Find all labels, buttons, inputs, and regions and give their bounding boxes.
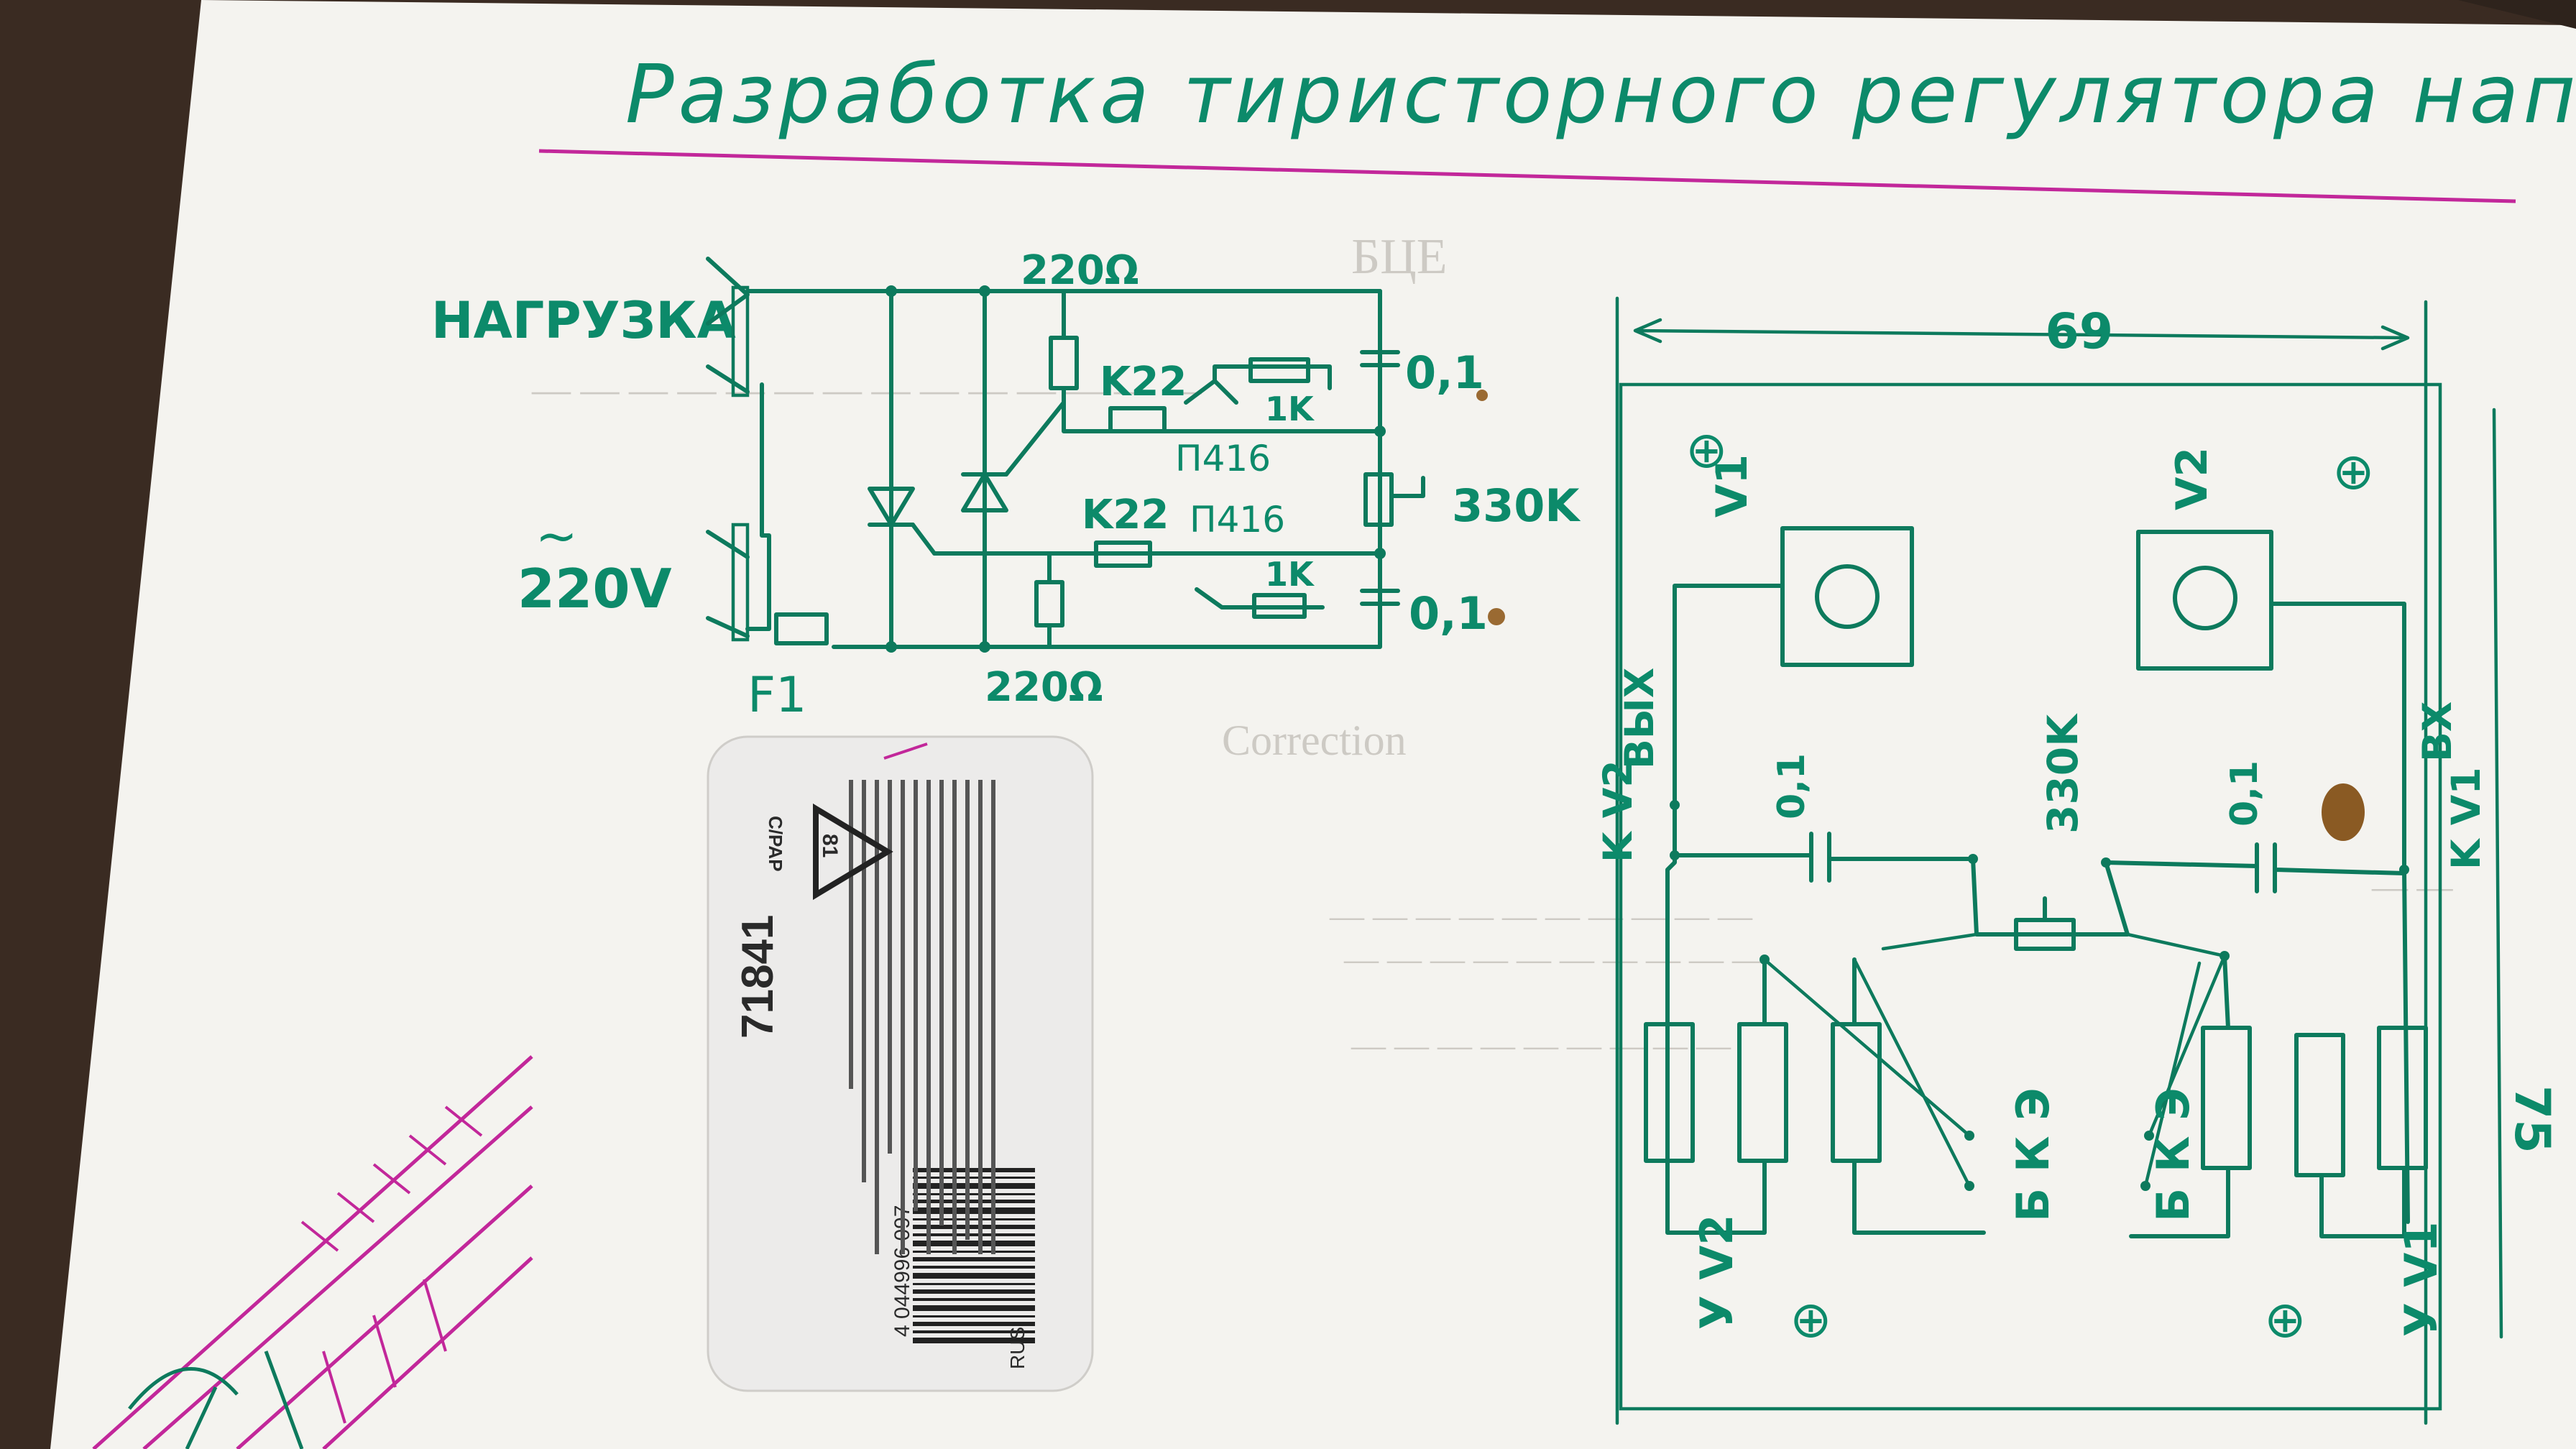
bke-right-label: Б К Э [2147,1087,2199,1222]
mount-hole-tl: ⊕ [1685,420,1728,479]
supply-voltage-label: 220V [518,557,672,620]
r-top-label: 220Ω [1021,247,1139,294]
thyristor-wires [889,289,987,649]
uv2-label: У V2 [1690,1214,1743,1330]
svg-text:— — — — — — — — — —: — — — — — — — — — — [1343,940,1767,978]
svg-text:Correction: Correction [1222,717,1407,764]
transistor-top-label: П416 [1175,438,1271,479]
bleed-through-text: БЦЕ — — — — — — — — — — — — — — Correcti… [531,229,2454,1064]
fuse-symbol [774,612,829,645]
resistor-k22-top [1108,406,1167,433]
board-cap-right [2104,842,2406,893]
desk-corner [2458,0,2576,29]
product-label-card: 71841 4 044996 097 RUS 81 C/ [707,735,1094,1392]
in-label: ВХ [2414,702,2460,762]
card-article: 71841 [733,915,783,1039]
supply-terminal [731,523,750,642]
k-v1-label: K V1 [2443,767,2489,870]
card-edge-mark [883,742,928,760]
fuse-label: F1 [748,667,806,724]
height-dimension-line [2492,408,2503,1339]
sketch-lower-left [92,1055,533,1449]
card-recycle-code: 81 [818,834,842,857]
card-fine-print [849,780,995,1254]
title-underline [538,149,2516,203]
board-outline [1619,382,2442,1411]
cap-top-symbol [1360,289,1400,367]
stain-dot [1476,390,1488,401]
cap-top-label: 0,1 [1405,346,1484,399]
v1-label: V1 [1707,454,1757,518]
pot-wiper [1389,476,1425,498]
board-pot-traces [1971,857,2130,937]
board-pot-label: 330K [2038,713,2087,834]
board-resistor-group-right [2129,954,2428,1238]
width-dimension-line [1633,318,2410,351]
thyristor-2-symbol [961,472,1008,512]
r-series-top-label: K22 [1100,359,1187,405]
stain-small [1488,608,1505,625]
transistor-bottom-label: П416 [1190,499,1285,540]
resistor-1k-top [1248,357,1310,383]
transistor-top-symbol [1184,364,1332,405]
v2-label: V2 [2167,447,2217,510]
r-emitter-top-label: 1K [1265,390,1315,428]
board-crossing-traces [1762,932,2227,1188]
board-cap-left-label: 0,1 [1770,753,1813,819]
resistor-k22-bottom [1094,540,1152,568]
svg-text:— — — — — — — — — —: — — — — — — — — — — [1329,897,1753,935]
svg-text:БЦЕ: БЦЕ [1351,229,1448,285]
supply-symbol: ~ [535,507,578,566]
cap-bottom-symbol [1360,589,1400,606]
page-title: Разработка тиристорного регулятора напря… [625,48,2576,142]
uv1-label: У V1 [2395,1221,2447,1337]
board-width-label: 69 [2045,300,2113,357]
recycle-icon [813,803,893,901]
mount-hole-tr: ⊕ [2332,442,2375,501]
pcb-layout: 69 75 ⊕ ⊕ ⊕ ⊕ V1 V2 ВЫХ ВХ K V2 K V1 0,1… [1595,296,2560,1425]
thyristor-1-symbol [868,487,915,527]
v1-mount-hole [1815,564,1880,629]
r-emitter-bottom-label: 1K [1265,555,1315,594]
resistor-220-bottom [1034,580,1064,627]
mount-hole-bl: ⊕ [1790,1290,1832,1349]
circuit-schematic: НАГРУЗКА ~ 220V F1 220Ω 220Ω K22 1K П416 [431,247,1581,724]
v2-mount-hole [2173,566,2237,630]
card-lang: RUS [1006,1327,1029,1369]
svg-text:— — — — — — — — —: — — — — — — — — — [1351,1026,1731,1064]
board-cap-right-label: 0,1 [2223,760,2266,827]
v2-footprint [2136,530,2273,671]
board-cap-left [1673,832,1975,883]
transistor-bottom-symbol [1195,587,1325,610]
load-label: НАГРУЗКА [431,291,736,350]
k-v2-label: K V2 [1595,760,1641,862]
stain [2322,783,2365,841]
load-terminal [731,285,750,397]
v1-footprint [1780,526,1914,667]
potentiometer-label: 330K [1452,479,1581,532]
resistor-220-top [1049,336,1079,390]
board-traces-side [1665,584,2410,1224]
bke-left-label: Б К Э [2007,1087,2059,1222]
r-top-wires [1062,289,1382,433]
r-bottom-label: 220Ω [985,664,1103,711]
cap-bottom-label: 0,1 [1409,587,1488,640]
board-height-label: 75 [2503,1085,2560,1154]
board-resistor-group-left [1644,957,1986,1235]
out-label: ВЫХ [1616,668,1662,769]
paper-sheet [50,0,2576,1449]
r-series-bottom-label: K22 [1082,492,1169,538]
svg-text:— — — — — — — — — — — — — —: — — — — — — — — — — — — — — [531,368,1202,411]
mount-hole-br: ⊕ [2264,1290,2306,1349]
card-recycle-text: C/PAP [765,816,786,872]
potentiometer-symbol [1363,472,1394,527]
